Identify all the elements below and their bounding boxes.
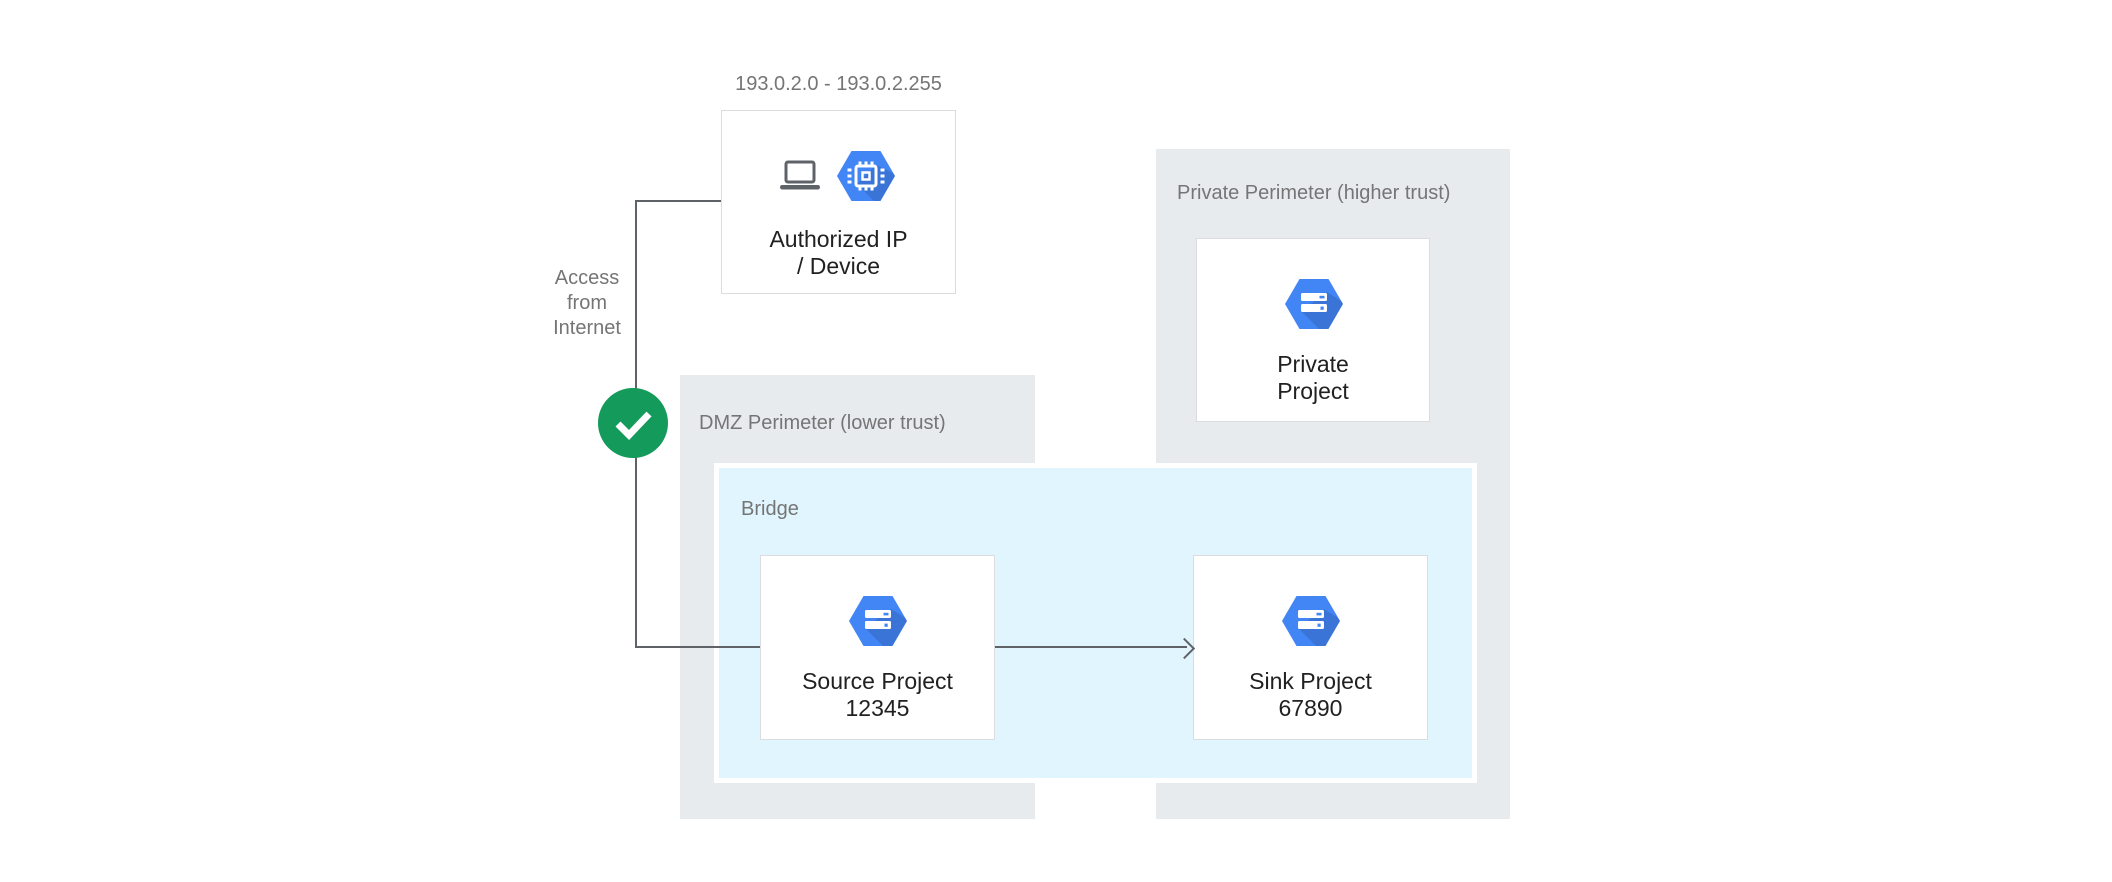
sink-project-label-line2: 67890 — [1278, 695, 1343, 721]
authorized-node-label: Authorized IP / Device — [722, 226, 955, 280]
private-project-label-line1: Private — [1277, 351, 1349, 377]
check-icon — [598, 388, 668, 458]
access-from-internet-label: Access from Internet — [517, 266, 657, 341]
source-to-sink-arrow-line — [995, 646, 1187, 648]
access-label-line3: Internet — [553, 317, 621, 339]
ip-range-label: 193.0.2.0 - 193.0.2.255 — [735, 73, 942, 95]
private-project-node: Private Project — [1196, 238, 1430, 422]
private-perimeter-label: Private Perimeter (higher trust) — [1177, 182, 1451, 204]
source-project-node: Source Project 12345 — [760, 555, 995, 740]
access-label-line1: Access — [554, 267, 620, 289]
authorized-ip-device-node: Authorized IP / Device — [721, 110, 956, 294]
source-project-label-line1: Source Project — [802, 668, 953, 694]
access-label-line2: from — [567, 292, 607, 314]
connector-top-horizontal — [635, 200, 721, 202]
laptop-icon — [778, 160, 822, 194]
source-project-label: Source Project 12345 — [761, 668, 994, 722]
sink-project-node: Sink Project 67890 — [1193, 555, 1428, 740]
connector-bottom-horizontal — [635, 646, 760, 648]
gcp-project-icon — [1282, 596, 1340, 646]
sink-project-label-line1: Sink Project — [1249, 668, 1372, 694]
authorized-node-label-line2: / Device — [796, 253, 881, 279]
private-project-label: Private Project — [1197, 351, 1429, 405]
dmz-perimeter-label: DMZ Perimeter (lower trust) — [699, 412, 946, 434]
sink-project-label: Sink Project 67890 — [1194, 668, 1427, 722]
source-project-label-line2: 12345 — [845, 695, 910, 721]
private-project-label-line2: Project — [1277, 378, 1349, 404]
authorized-node-label-line1: Authorized IP — [769, 226, 908, 252]
gcp-project-icon — [1285, 279, 1343, 329]
gcp-project-icon — [849, 596, 907, 646]
compute-engine-chip-icon — [837, 151, 895, 201]
bridge-label: Bridge — [741, 498, 799, 520]
